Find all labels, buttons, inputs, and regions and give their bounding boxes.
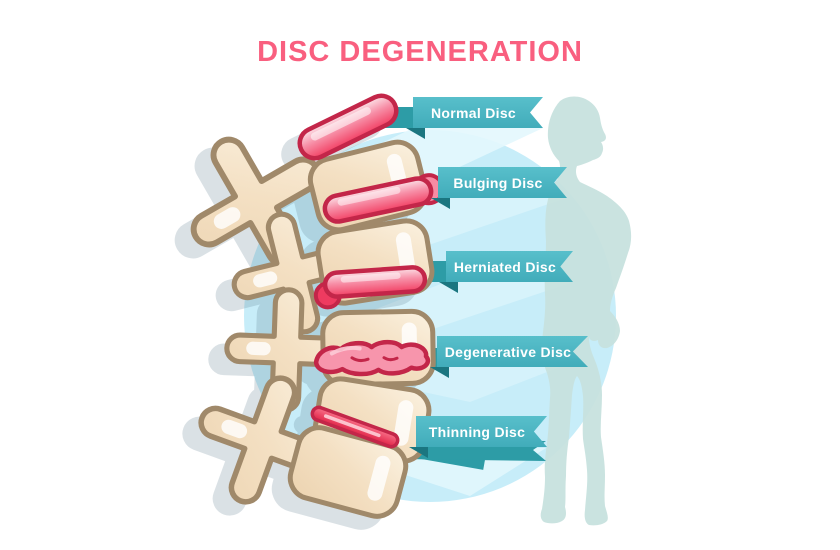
disc-normal (295, 91, 402, 164)
banner-label-normal: Normal Disc (431, 104, 516, 121)
banner-herniated-disc: Herniated Disc (439, 251, 573, 293)
ribbon-fold (430, 367, 449, 378)
ribbon-fold (431, 198, 450, 209)
banner-bulging-disc: Bulging Disc (431, 167, 567, 209)
process-4 (180, 357, 346, 523)
ribbon-fold (439, 282, 458, 293)
ribbon-body: Normal Disc (413, 97, 543, 128)
disc-thinning (308, 403, 402, 451)
banner-normal-disc: Normal Disc (406, 97, 543, 139)
ribbon-body: Bulging Disc (438, 167, 567, 198)
spinous-processes (161, 107, 366, 523)
process-3 (225, 288, 349, 412)
disc-herniated (313, 267, 426, 310)
vertebra-4 (312, 376, 432, 464)
page-title: DISC DEGENERATION (257, 36, 583, 68)
ribbon-fold (409, 447, 428, 458)
banner-degenerative-disc: Degenerative Disc (430, 336, 588, 378)
process-2 (220, 200, 366, 346)
ribbon-body: Thinning Disc (416, 416, 547, 447)
process-1 (161, 107, 351, 297)
disc-degenerative (315, 341, 428, 376)
banner-thinning-disc: Thinning Disc (409, 416, 547, 458)
ribbon-body: Degenerative Disc (437, 336, 588, 367)
human-silhouette (540, 96, 632, 526)
ribbon-fold (406, 128, 425, 139)
banner-label-herniated: Herniated Disc (453, 258, 557, 275)
banner-label-degenerative: Degenerative Disc (444, 343, 572, 360)
banner-label-thinning: Thinning Disc (428, 423, 526, 440)
ribbon-body: Herniated Disc (446, 251, 573, 282)
vertebra-5 (286, 423, 411, 521)
discs (295, 91, 445, 451)
banner-label-bulging: Bulging Disc (453, 174, 543, 191)
